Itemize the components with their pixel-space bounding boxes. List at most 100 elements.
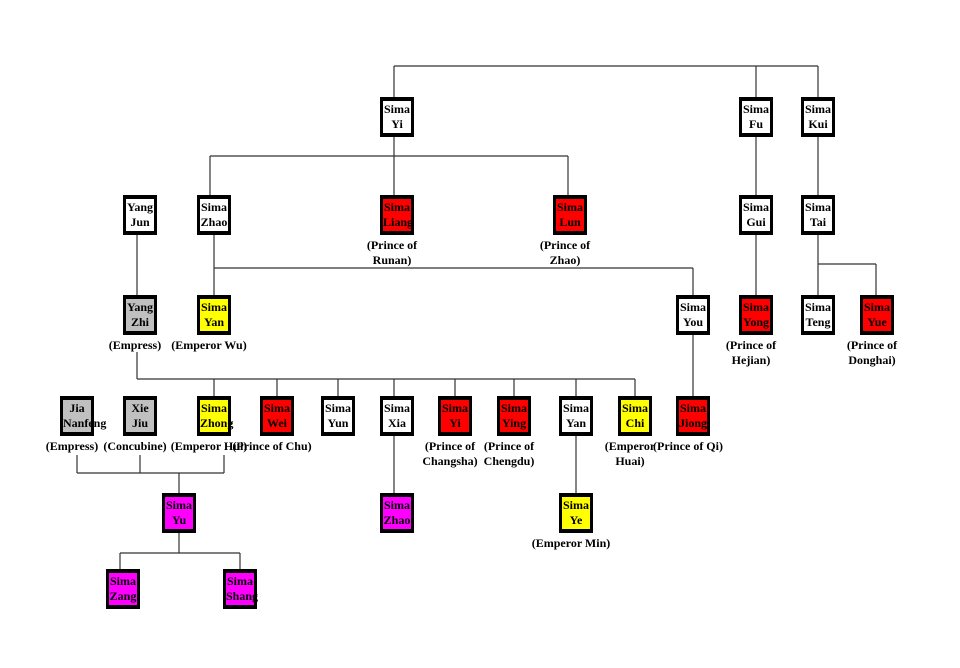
person-name-line: Fu	[748, 117, 763, 131]
person-name-line: Sima	[109, 574, 136, 588]
person-name-line: Nanfeng	[63, 416, 107, 430]
person-title: (Prince of Chu)	[232, 439, 312, 453]
person-name-line: Yong	[742, 315, 769, 329]
person-name-line: Sima	[200, 300, 227, 314]
person-name-line: Sima	[165, 498, 192, 512]
person-name-line: Sima	[742, 200, 769, 214]
person-name-line: Zhong	[200, 416, 234, 430]
person-name-line: Yan	[203, 315, 224, 329]
person-name-line: Xie	[131, 401, 149, 415]
person-title: (Prince of Donghai)	[846, 338, 898, 367]
person-name-line: Gui	[746, 215, 766, 229]
person-name-line: Xia	[388, 416, 406, 430]
person-title: (Prince of Qi)	[653, 439, 723, 453]
person-name-line: Zhi	[130, 315, 149, 329]
person-name-line: Sima	[383, 200, 410, 214]
person-name-line: Yan	[565, 416, 586, 430]
person-title: (Prince of Hejian)	[725, 338, 777, 367]
person-name-line: Wei	[267, 416, 287, 430]
person-name-line: Yu	[171, 513, 187, 527]
person-name-line: Liang	[383, 215, 414, 229]
person-name-line: Sima	[562, 401, 589, 415]
person-name-line: Sima	[679, 401, 706, 415]
person-name-line: Yang	[126, 300, 153, 314]
person-name-line: Shang	[226, 589, 259, 603]
person-title: (Prince of Runan)	[366, 238, 418, 267]
person-name-line: Sima	[200, 200, 227, 214]
person-name-line: Sima	[226, 574, 253, 588]
person-title: (Emperor Wu)	[171, 338, 247, 352]
person-name-line: Ye	[569, 513, 583, 527]
person-name-line: Yi	[391, 117, 403, 131]
person-name-line: Jiong	[679, 416, 708, 430]
person-title: (Empress)	[108, 338, 162, 352]
person-name-line: Sima	[441, 401, 468, 415]
person-name-line: Zang	[109, 589, 137, 603]
person-title: (Emperor Hui)	[170, 439, 248, 453]
person-name-line: Yun	[327, 416, 349, 430]
person-name-line: Jiu	[131, 416, 148, 430]
person-name-line: Jia	[69, 401, 85, 415]
person-title: (Emperor Huai)	[604, 439, 656, 468]
person-title: (Prince of Chengdu)	[483, 439, 535, 468]
person-title: (Prince of Changsha)	[422, 439, 478, 468]
person-name-line: Ying	[501, 416, 527, 430]
person-name-line: Teng	[805, 315, 831, 329]
person-name-line: Yi	[449, 416, 461, 430]
person-name-line: Sima	[383, 102, 410, 116]
person-name-line: Tai	[809, 215, 827, 229]
person-name-line: Zhao	[200, 215, 228, 229]
person-name-line: Kui	[808, 117, 828, 131]
person-name-line: Sima	[324, 401, 351, 415]
person-title: (Concubine)	[103, 439, 167, 453]
person-name-line: Sima	[383, 498, 410, 512]
person-name-line: Sima	[200, 401, 227, 415]
person-name-line: Sima	[383, 401, 410, 415]
person-name-line: Sima	[263, 401, 290, 415]
person-name-line: Zhao	[383, 513, 411, 527]
person-name-line: Sima	[679, 300, 706, 314]
person-name-line: Sima	[621, 401, 648, 415]
person-name-line: Sima	[742, 102, 769, 116]
person-name-line: Sima	[500, 401, 527, 415]
person-name-line: Sima	[742, 300, 769, 314]
person-name-line: Chi	[625, 416, 645, 430]
person-name-line: Sima	[804, 300, 831, 314]
person-name-line: Yang	[126, 200, 153, 214]
person-name-line: Yue	[867, 315, 887, 329]
person-name-line: Sima	[556, 200, 583, 214]
person-name-line: Lun	[559, 215, 581, 229]
person-name-line: Sima	[804, 102, 831, 116]
person-name-line: Sima	[804, 200, 831, 214]
